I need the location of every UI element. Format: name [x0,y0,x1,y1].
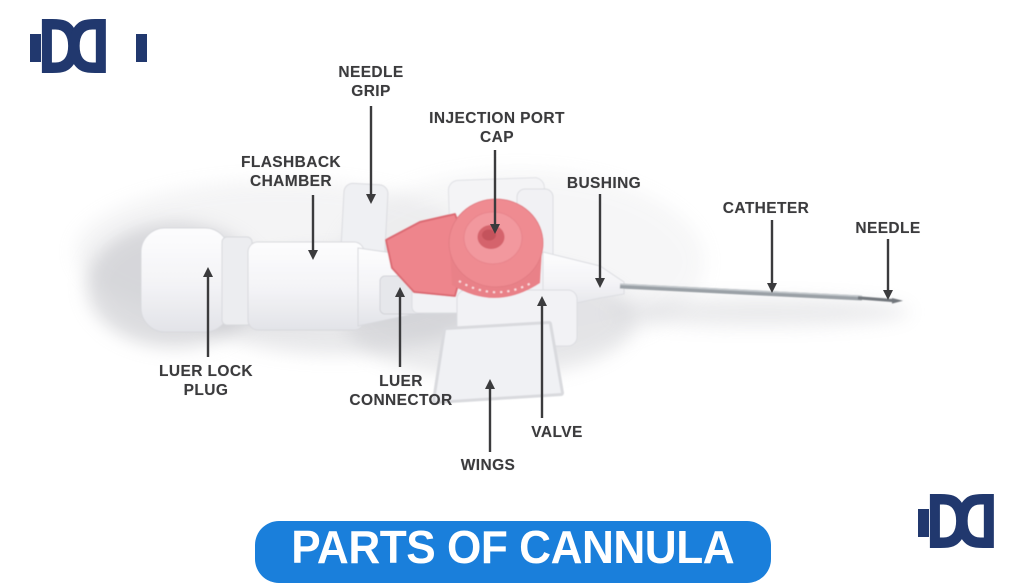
logo-letters: D D [37,20,111,76]
logo-letters: D D [925,495,999,551]
label-needle-grip: NEEDLE GRIP [338,63,403,101]
arrow-needle [883,239,893,300]
logo-right-block [136,34,147,62]
label-injection-port-cap: INJECTION PORT CAP [429,109,565,147]
page-title: PARTS OF CANNULA [292,521,735,573]
flashback-chamber-part [248,242,364,330]
logo-letter-d-mirrored: D [67,20,111,76]
label-bushing: BUSHING [567,174,641,193]
label-luer-lock-plug: LUER LOCK PLUG [159,362,253,400]
needle-tip [892,298,903,304]
label-valve: VALVE [531,423,582,442]
label-wings: WINGS [461,456,516,475]
logo-letter-d-mirrored: D [955,495,999,551]
dd-monogram-logo: D D [30,20,147,76]
label-catheter: CATHETER [723,199,809,218]
title-banner: PARTS OF CANNULA [255,521,771,583]
dd-monogram-logo: D D [918,495,1024,551]
label-luer-connector: LUER CONNECTOR [349,372,452,410]
arrow-catheter [767,220,777,293]
luer-lock-plug-part [141,228,229,332]
label-needle: NEEDLE [855,219,920,238]
label-flashback-chamber: FLASHBACK CHAMBER [241,153,341,191]
